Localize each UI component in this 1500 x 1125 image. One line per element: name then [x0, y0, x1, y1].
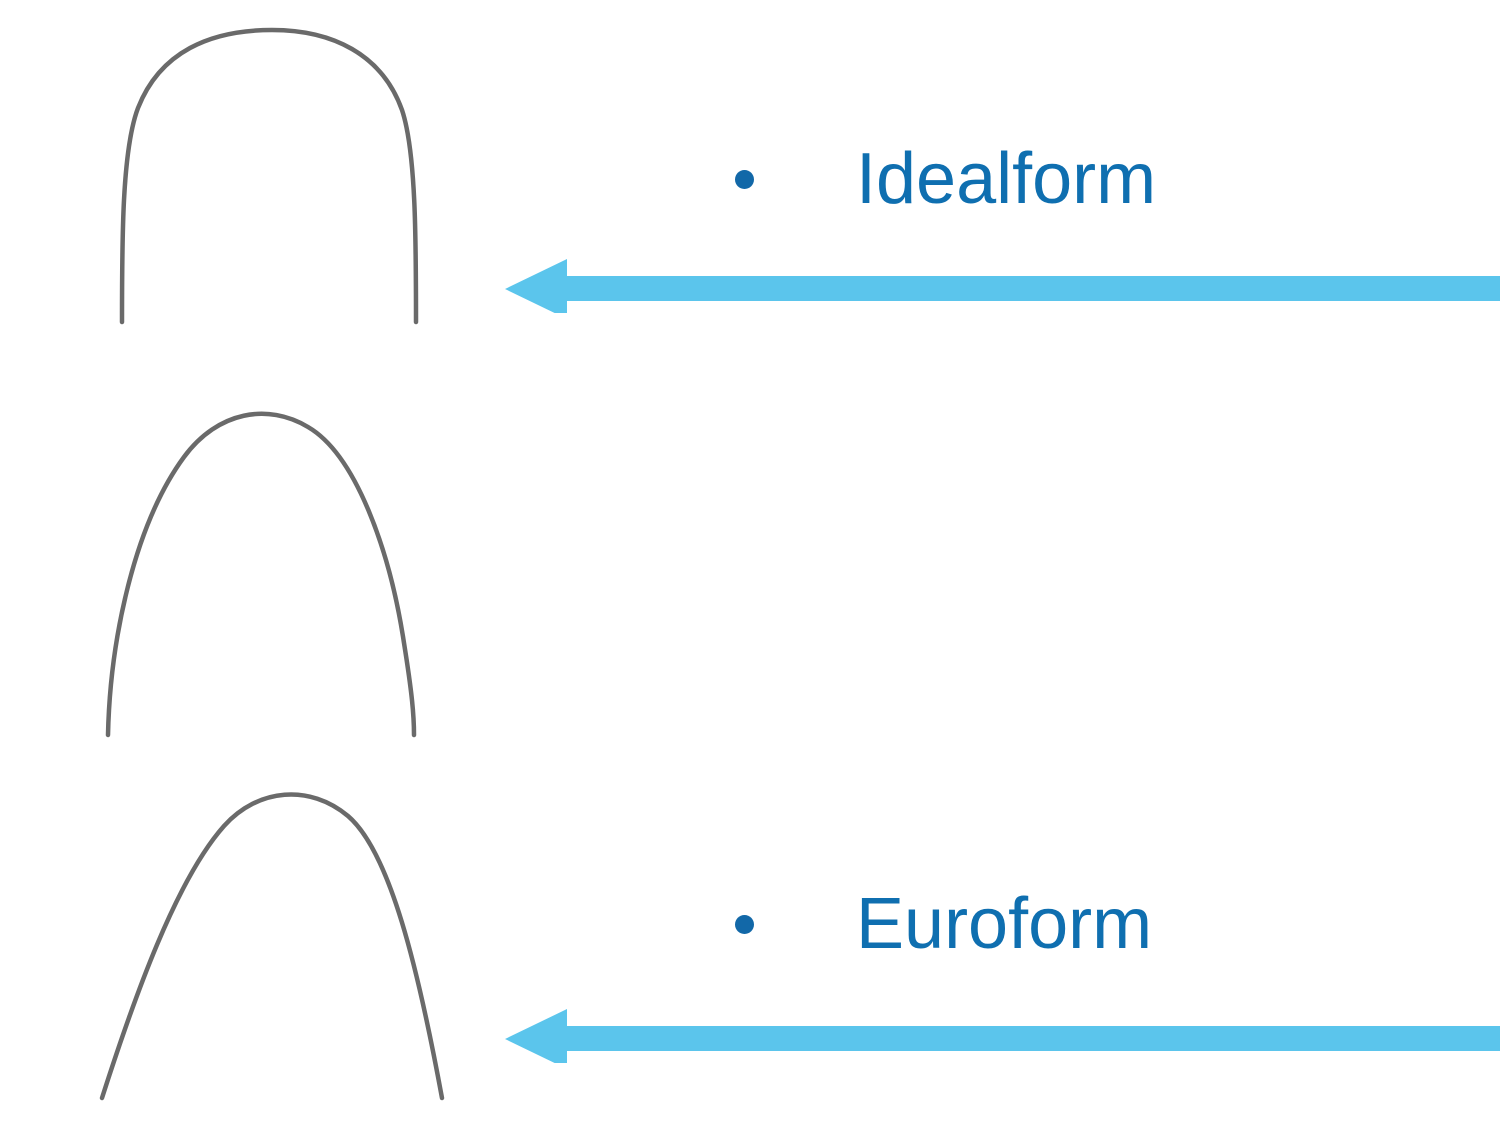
archwire-row-standardform: Standardform: [0, 750, 1500, 1125]
left-arrow-shape: [505, 1009, 1500, 1063]
archwire-figure-idealform: [60, 0, 480, 375]
label-line-euroform: Euroform: [735, 888, 1152, 960]
archwire-row-euroform: Euroform: [0, 375, 1500, 1063]
left-arrow-euroform: [505, 993, 1500, 1063]
left-arrow-idealform: [505, 243, 1500, 313]
archwire-path-standardform: [99, 792, 445, 1101]
archwire-path-euroform: [105, 411, 417, 738]
label-line-idealform: Idealform: [735, 143, 1156, 215]
archwire-figure-standardform: [60, 750, 480, 1125]
archwire-path-idealform: [119, 27, 419, 325]
bullet-icon: [735, 914, 754, 934]
archwire-figure-euroform: [60, 375, 480, 750]
label-euroform: Euroform: [856, 884, 1153, 964]
label-idealform: Idealform: [856, 139, 1157, 219]
archwire-row-idealform: Idealform: [0, 0, 1500, 375]
bullet-icon: [735, 169, 754, 189]
left-arrow-shape: [505, 259, 1500, 313]
